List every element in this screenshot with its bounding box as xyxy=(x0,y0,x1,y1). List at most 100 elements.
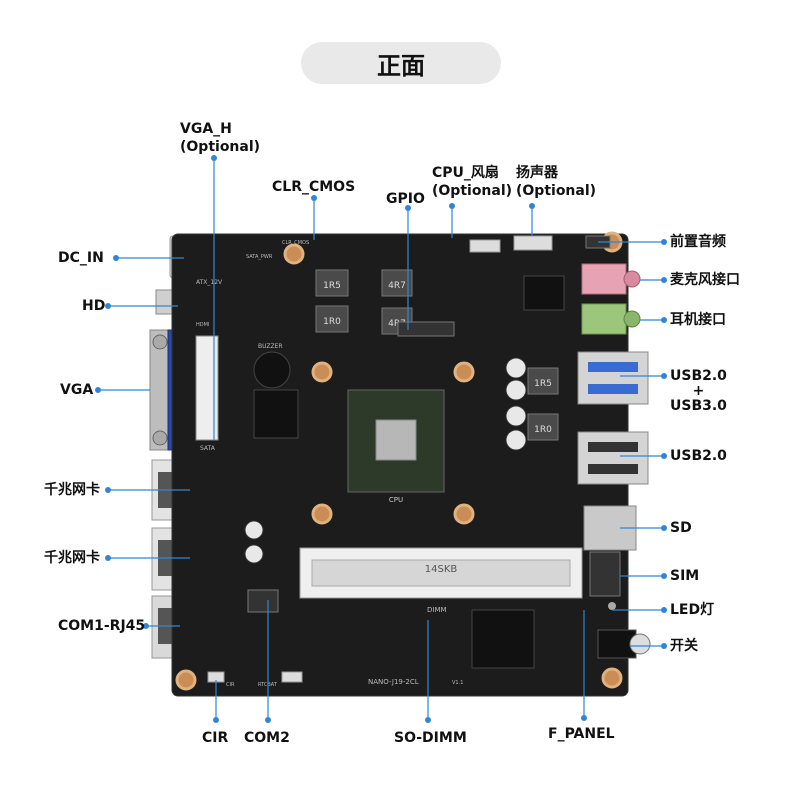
capacitor-6 xyxy=(244,544,264,564)
dot-so-dimm xyxy=(425,717,431,723)
cpu-die xyxy=(375,419,417,461)
mount-hole-low-right xyxy=(453,503,475,525)
dot-lan2 xyxy=(105,555,111,561)
capacitor-1 xyxy=(505,357,527,379)
headphone-jack-ring xyxy=(623,310,641,328)
vga-screw-bottom xyxy=(152,430,168,446)
sata-pwr-mark: SATA_PWR xyxy=(246,254,273,260)
label-headphone: 耳机接口 xyxy=(670,312,726,328)
dot-sd xyxy=(661,525,667,531)
label-vga-h-line1: VGA_H xyxy=(180,121,232,137)
usb-combo-port xyxy=(577,351,649,405)
clr-mark: CLR_CMOS xyxy=(282,240,309,246)
label-usb-combo-line2: + xyxy=(692,383,705,399)
label-switch: 开关 xyxy=(670,638,698,654)
buzzer-mark: BUZZER xyxy=(258,343,283,350)
mount-hole-mid-right xyxy=(453,361,475,383)
choke-a xyxy=(315,269,349,297)
sim-slot xyxy=(589,551,621,597)
capacitor-5 xyxy=(244,520,264,540)
speaker-header xyxy=(513,235,553,251)
label-com1: COM1-RJ45 xyxy=(58,618,146,634)
choke-b-text: 4R7 xyxy=(388,281,406,291)
mic-jack-ring xyxy=(623,270,641,288)
label-usb-combo-line3: USB3.0 xyxy=(670,398,727,414)
ver-mark: V1.1 xyxy=(452,680,463,686)
choke-c-text: 1R0 xyxy=(323,317,341,327)
dot-usb2 xyxy=(661,453,667,459)
leader-lines xyxy=(98,158,664,720)
dot-cpu-fan xyxy=(449,203,455,209)
label-usb2: USB2.0 xyxy=(670,448,727,464)
dot-f-panel xyxy=(581,715,587,721)
label-front-audio: 前置音频 xyxy=(670,234,726,250)
mount-hole-mid-left xyxy=(311,361,333,383)
label-vga-h: VGA_H (Optional) xyxy=(180,120,260,156)
dot-gpio xyxy=(405,205,411,211)
dot-headphone xyxy=(661,317,667,323)
label-dc-in: DC_IN xyxy=(58,250,104,266)
cpu-fan-header xyxy=(469,239,501,253)
dot-vga-h xyxy=(211,155,217,161)
choke-d-text: 4R7 xyxy=(388,319,406,329)
cir-mark: CIR xyxy=(226,682,235,688)
label-cpu-fan: CPU_风扇 (Optional) xyxy=(432,164,512,200)
rtc-header xyxy=(281,671,303,683)
dot-lan1 xyxy=(105,487,111,493)
label-speaker-line1: 扬声器 xyxy=(516,165,558,181)
capacitor-3 xyxy=(505,405,527,427)
dot-clr-cmos xyxy=(311,195,317,201)
label-cir: CIR xyxy=(202,730,229,746)
super-io-chip xyxy=(471,609,535,669)
power-switch xyxy=(629,633,651,655)
dot-hd xyxy=(105,303,111,309)
dot-speaker xyxy=(529,203,535,209)
atx-mark: ATX_12V xyxy=(196,279,223,286)
label-f-panel: F_PANEL xyxy=(548,726,615,742)
label-hd: HD xyxy=(82,298,106,314)
choke-c xyxy=(315,305,349,333)
usb2-tongue-lower xyxy=(588,464,638,474)
dot-mic xyxy=(661,277,667,283)
mic-jack xyxy=(581,263,627,295)
usb2-port xyxy=(577,431,649,485)
dot-vga xyxy=(95,387,101,393)
dot-com2 xyxy=(265,717,271,723)
usb3-tongue xyxy=(588,362,638,372)
buzzer xyxy=(253,351,291,389)
choke-e-text: 1R5 xyxy=(534,379,552,389)
label-usb-combo: USB2.0 + USB3.0 xyxy=(670,367,727,415)
choke-f xyxy=(527,413,559,441)
label-sim: SIM xyxy=(670,568,700,584)
title-pill: 正面 xyxy=(301,42,501,84)
label-vga-h-line2: (Optional) xyxy=(180,139,261,155)
so-dimm-socket xyxy=(311,559,571,587)
gpio-header xyxy=(397,321,455,337)
choke-f-text: 1R0 xyxy=(534,425,552,435)
vga-screw-top xyxy=(152,334,168,350)
pch-chip xyxy=(253,389,299,439)
dot-switch xyxy=(661,643,667,649)
cpu-mark: CPU xyxy=(389,496,403,504)
com2-header xyxy=(247,589,279,613)
dot-dc-in xyxy=(113,255,119,261)
dot-front-audio xyxy=(661,239,667,245)
model-mark: NANO-J19-2CL xyxy=(368,678,419,686)
usb2-tongue xyxy=(588,442,638,452)
label-lan2: 千兆网卡 xyxy=(44,550,100,566)
capacitor-2 xyxy=(505,379,527,401)
label-led: LED灯 xyxy=(670,602,715,618)
usb3-tongue-lower xyxy=(588,384,638,394)
label-vga: VGA xyxy=(60,382,94,398)
sata-mark: SATA xyxy=(200,445,216,452)
label-gpio: GPIO xyxy=(386,191,425,207)
io-chip xyxy=(523,275,565,311)
label-usb-combo-line1: USB2.0 xyxy=(670,368,727,384)
capacitor-4 xyxy=(505,429,527,451)
label-mic: 麦克风接口 xyxy=(670,272,740,288)
choke-a-text: 1R5 xyxy=(323,281,341,291)
dimm-mark: DIMM xyxy=(427,606,447,614)
mount-hole-top-left xyxy=(283,243,305,265)
slot-code-text: 14SKB xyxy=(425,564,458,575)
